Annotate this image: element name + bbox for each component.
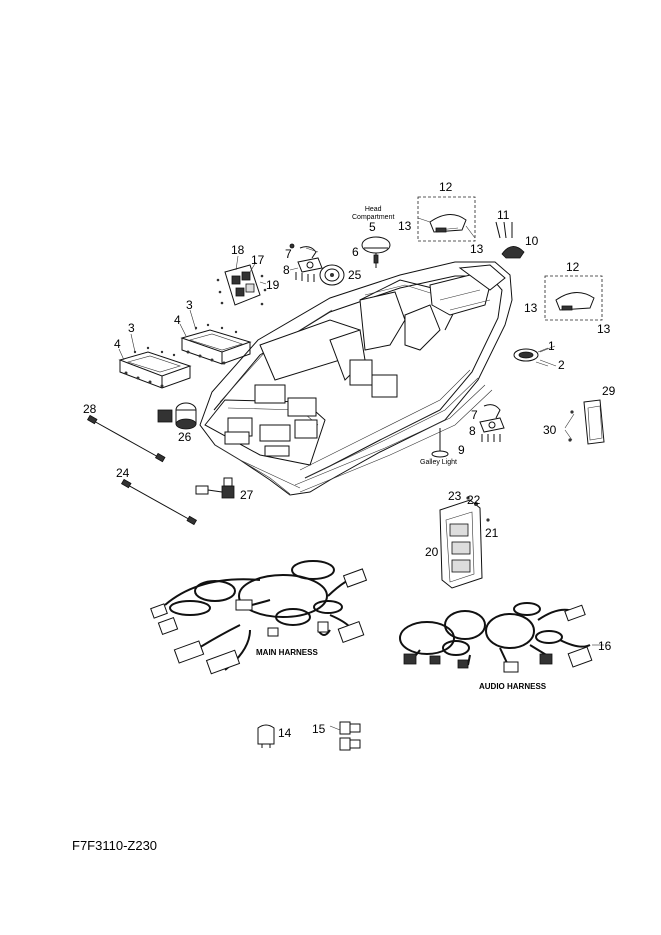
callout-5: 5 [369,220,376,234]
audio-harness-caption: AUDIO HARNESS [479,682,547,691]
galley-light-caption: Galley Light [420,459,457,466]
callout-12-right: 12 [566,260,580,274]
callout-21: 21 [485,526,499,540]
callout-10: 10 [525,234,539,248]
callout-13-head-left: 13 [398,219,412,233]
callout-29: 29 [602,384,616,398]
switch-27-illustration [195,477,235,499]
main-harness-illustration [150,560,368,675]
dome-light-head [429,214,467,233]
callout-25: 25 [348,268,362,282]
callout-24: 24 [116,466,130,480]
callout-7-upper: 7 [285,247,292,261]
callout-13-right-left: 13 [524,301,538,315]
callout-23: 23 [448,489,462,503]
callout-1: 1 [548,339,555,353]
dome-light-right [555,292,595,311]
callout-26: 26 [178,430,192,444]
cable-28 [86,414,166,463]
head-compartment-caption: Head Compartment [352,206,395,221]
callout-20: 20 [425,545,439,559]
callout-3-left: 3 [128,321,135,335]
control-module-illustration [439,496,490,589]
callout-7-galley: 7 [471,408,478,422]
galley-light-illustration [431,404,505,458]
oval-light-illustration [513,347,549,367]
head-compartment-detail-box [417,196,476,242]
callout-13-right-right: 13 [597,322,611,336]
main-harness-caption: MAIN HARNESS [256,648,318,657]
cable-24 [120,478,198,526]
callout-16: 16 [598,639,612,653]
callout-18: 18 [231,243,245,257]
side-panel-light [564,399,605,445]
dome-light-detail-box [544,275,603,321]
storage-tray-left [118,346,192,389]
callout-9: 9 [458,443,465,457]
speaker-illustration [319,264,345,286]
callout-27: 27 [240,488,254,502]
connectors-15-illustration [339,721,361,751]
head-light-illustration [361,236,391,268]
callout-2: 2 [558,358,565,372]
fuse-block-illustration [216,264,267,306]
callout-11: 11 [497,208,510,222]
boat-hull-illustration [199,261,513,496]
callout-8-upper: 8 [283,263,290,277]
callout-4-right: 4 [174,313,181,327]
callout-6: 6 [352,245,359,259]
relay-illustration [257,724,275,748]
callout-14: 14 [278,726,292,740]
callout-17: 17 [251,253,265,267]
callout-28: 28 [83,402,97,416]
audio-harness-illustration [399,602,593,673]
callout-22: 22 [467,493,481,507]
courtesy-light-upper [289,243,323,282]
power-socket-illustration [157,402,197,430]
callout-3-right: 3 [186,298,193,312]
callout-12-head: 12 [439,180,453,194]
callout-19: 19 [266,278,280,292]
callout-8-galley: 8 [469,424,476,438]
callout-30: 30 [543,423,557,437]
callout-15: 15 [312,722,326,736]
callout-4-left: 4 [114,337,121,351]
dome-speaker-illustration [495,221,525,259]
figure-code: F7F3110-Z230 [72,838,158,853]
callout-13-head-right: 13 [470,242,484,256]
storage-tray-right [180,323,252,365]
